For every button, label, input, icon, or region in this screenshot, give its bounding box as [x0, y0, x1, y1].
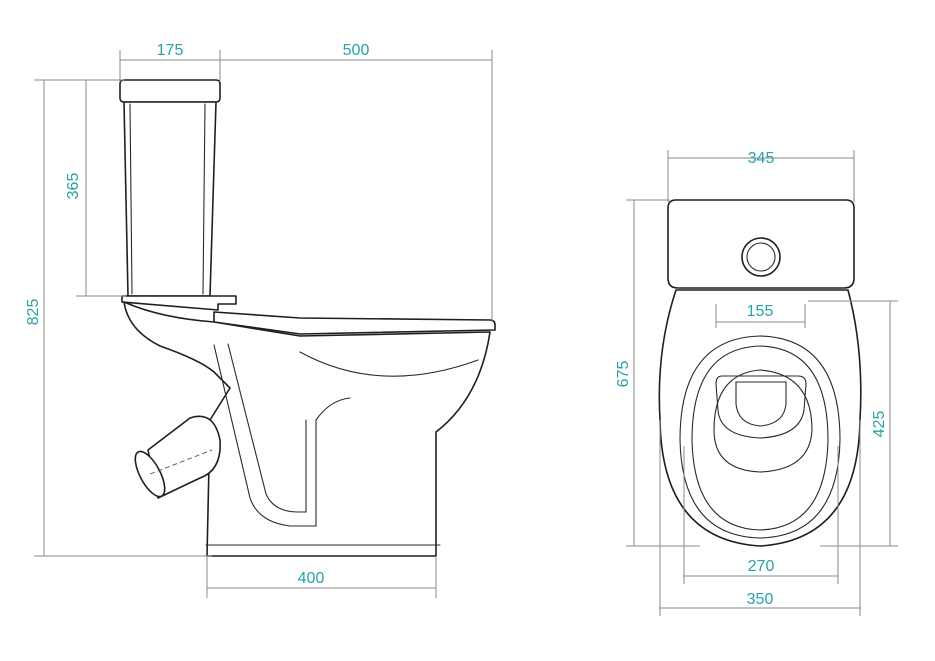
- dim-base-width: 400: [206, 556, 437, 598]
- dim-tank-height-label: 365: [65, 173, 82, 200]
- dim-inner-width: 270: [683, 446, 839, 584]
- dim-base-width-label: 400: [298, 570, 325, 587]
- dim-bowl-width-label: 350: [747, 591, 774, 608]
- dim-total-height: 825: [25, 79, 212, 557]
- dim-tank-depth-label: 175: [157, 42, 184, 59]
- side-view: 175 500 365 825 400: [25, 42, 496, 598]
- dim-tank-width: 345: [667, 150, 855, 202]
- dim-total-length: 675: [615, 199, 700, 547]
- side-cistern: [119, 79, 221, 297]
- dim-hole-spacing: 155: [715, 303, 806, 328]
- dim-tank-height: 365: [65, 79, 126, 297]
- top-view: 345 155 675 425 270: [615, 150, 898, 616]
- top-bowl: [658, 289, 862, 547]
- dim-bowl-width: 350: [659, 420, 861, 616]
- dim-total-height-label: 825: [25, 299, 42, 326]
- dim-total-depth-label: 500: [343, 42, 370, 59]
- dim-tank-width-label: 345: [748, 150, 775, 167]
- dim-inner-width-label: 270: [748, 558, 775, 575]
- dim-bowl-length-label: 425: [871, 411, 888, 438]
- side-outlet-pipe: [134, 415, 221, 499]
- dim-total-length-label: 675: [615, 361, 632, 388]
- dim-hole-spacing-label: 155: [747, 303, 774, 320]
- side-bowl: [123, 301, 491, 557]
- top-cistern: [667, 199, 855, 289]
- dim-bowl-length: 425: [808, 300, 898, 547]
- dim-top-side: 175 500: [119, 42, 493, 322]
